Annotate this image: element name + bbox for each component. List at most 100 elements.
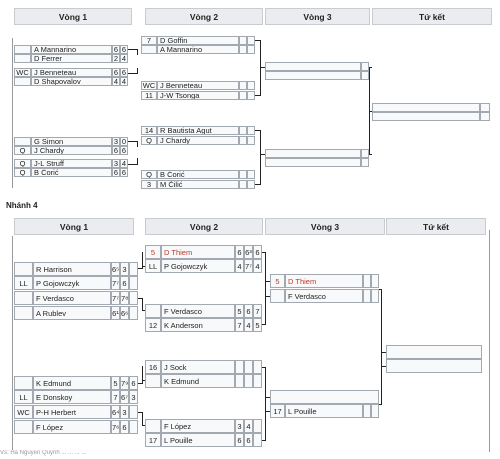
seed-cell <box>14 376 33 390</box>
set-score: 4 <box>253 259 262 273</box>
empty-slot <box>386 359 482 373</box>
bracket-line <box>128 164 138 165</box>
bracket-line <box>265 411 270 412</box>
seed-cell: 5 <box>145 245 161 259</box>
set-score: 7 <box>111 390 120 404</box>
set-score <box>129 405 138 419</box>
header-qf-bottom: Tứ kết <box>386 218 486 235</box>
player-name: A Mannarino <box>157 45 239 54</box>
player-name: D Goffin <box>157 36 239 45</box>
bracket-line <box>262 440 266 441</box>
player-name: K Anderson <box>161 318 235 332</box>
player-name: M Čilić <box>157 180 239 189</box>
player-name: F López <box>33 420 111 434</box>
set-score <box>239 180 247 189</box>
seed-cell: 5 <box>270 274 285 288</box>
bracket-line <box>369 111 372 112</box>
seed-cell <box>14 45 31 54</box>
player-name: E Donskoy <box>33 390 111 404</box>
set-score: 4 <box>112 77 120 86</box>
bracket-line <box>137 158 138 165</box>
seed-cell <box>14 306 33 320</box>
bracket-line <box>381 289 382 404</box>
seed-cell <box>14 262 33 276</box>
set-score: 7 <box>253 304 262 318</box>
bracket-line <box>369 67 372 68</box>
set-score: 6 <box>253 245 262 259</box>
header-round1-bottom: Vòng 1 <box>14 218 134 235</box>
seed-cell <box>145 419 161 433</box>
seed-cell <box>145 304 161 318</box>
set-score: 6 <box>120 420 129 434</box>
seed-cell: Q <box>14 146 31 155</box>
bracket-line <box>379 289 382 290</box>
set-score: 6 <box>112 45 120 54</box>
player-name: J-W Tsonga <box>157 91 239 100</box>
set-score: 6¹ <box>111 306 120 320</box>
set-score: 7⁸ <box>120 291 129 305</box>
bracket-line <box>381 366 386 367</box>
empty-slot <box>386 345 482 359</box>
empty-slot <box>265 62 361 71</box>
set-score <box>235 374 244 388</box>
set-score <box>363 289 371 303</box>
bracket-line <box>137 68 138 74</box>
player-name: D Shapovalov <box>31 77 112 86</box>
set-score: 5 <box>235 304 244 318</box>
seed-cell <box>14 420 33 434</box>
set-score <box>244 360 253 374</box>
empty-score <box>361 158 369 167</box>
player-name: P Gojowczyk <box>33 276 111 290</box>
bracket-line <box>262 324 266 325</box>
player-name: K Edmund <box>161 374 235 388</box>
bracket-line <box>265 367 266 440</box>
seed-cell: Q <box>141 170 157 179</box>
set-score: 5 <box>253 318 262 332</box>
empty-score <box>480 103 490 112</box>
set-score <box>247 136 255 145</box>
bracket-line <box>255 184 261 185</box>
bracket-line <box>137 141 138 147</box>
player-name: J Chardy <box>31 146 112 155</box>
set-score <box>235 360 244 374</box>
set-score: 6 <box>120 45 128 54</box>
set-score: 6 <box>120 68 128 77</box>
player-name: B Ćorić <box>31 168 112 177</box>
empty-score <box>361 71 369 80</box>
set-score <box>247 180 255 189</box>
set-score <box>239 170 247 179</box>
seed-cell: Q <box>141 136 157 145</box>
set-score <box>247 36 255 45</box>
set-score: 6 <box>235 245 244 259</box>
set-score <box>253 419 262 433</box>
player-name: K Edmund <box>33 376 111 390</box>
set-score: 7⁷ <box>111 291 120 305</box>
set-score: 6 <box>112 168 120 177</box>
set-score: 3 <box>129 390 138 404</box>
player-name: J Benneteau <box>31 68 112 77</box>
bracket-line <box>379 404 382 405</box>
empty-slot <box>265 149 361 158</box>
bracket-line <box>381 352 386 353</box>
bracket-line <box>142 425 145 426</box>
seed-cell <box>14 77 31 86</box>
bracket-line <box>260 154 265 155</box>
player-name: D Thiem <box>285 274 363 288</box>
seed-cell: Q <box>14 168 31 177</box>
set-score: 3 <box>120 405 129 419</box>
set-score <box>129 420 138 434</box>
empty-slot <box>372 112 480 121</box>
player-name: A Mannarino <box>31 45 112 54</box>
bracket-line <box>142 412 143 426</box>
header-round2-bottom: Vòng 2 <box>145 218 263 235</box>
player-name: F López <box>161 419 235 433</box>
header-round3-bottom: Vòng 3 <box>265 218 385 235</box>
bracket-line <box>128 141 138 142</box>
bracket-line <box>128 73 138 74</box>
set-score: 4 <box>120 159 128 168</box>
player-name: F Verdasco <box>285 289 363 303</box>
player-name: P-H Herbert <box>33 405 111 419</box>
bracket-line <box>262 252 266 253</box>
bracket-line <box>138 412 143 413</box>
set-score <box>244 374 253 388</box>
